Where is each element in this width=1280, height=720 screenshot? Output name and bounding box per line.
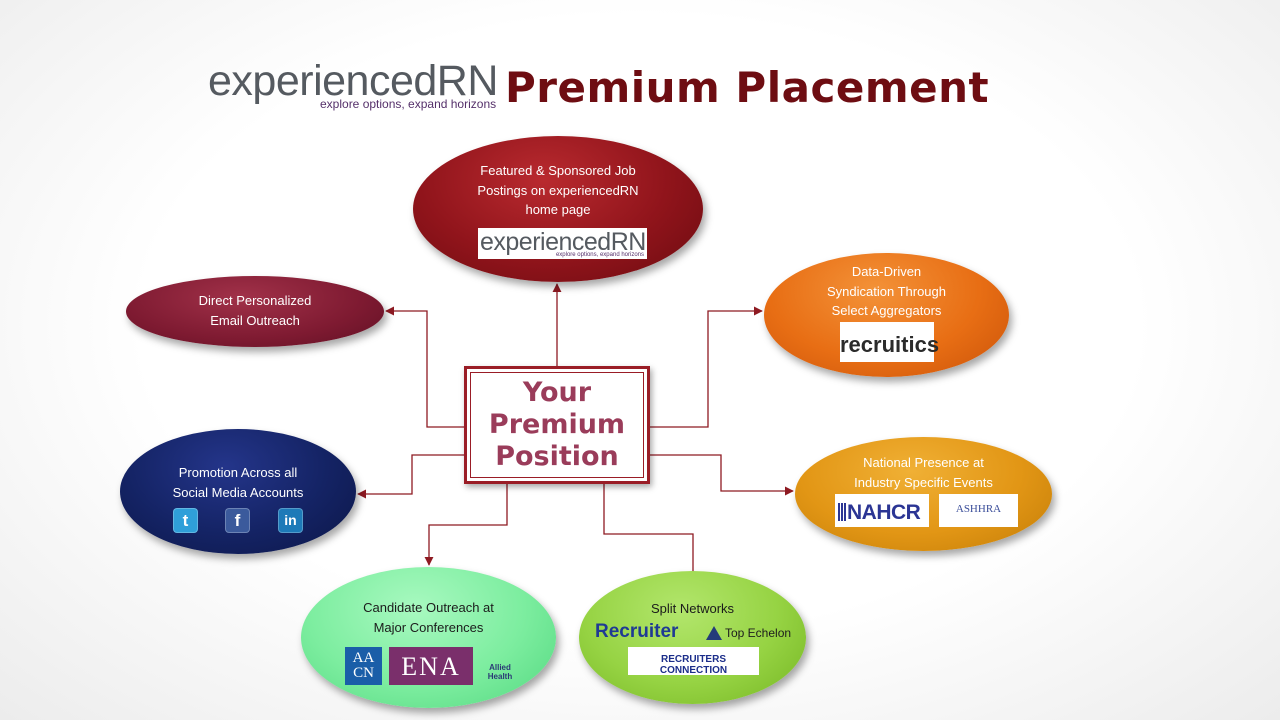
node-split: Split Networks Recruiter Top Echelon REC… xyxy=(579,571,806,704)
allied-health-logo: Allied Health xyxy=(477,644,523,685)
connector-email xyxy=(385,306,464,428)
center-text: Your Premium Position xyxy=(467,377,647,473)
recruiter-logo: Recruiter xyxy=(595,621,699,643)
node-email: Direct Personalized Email Outreach xyxy=(126,276,384,347)
node-candidate: Candidate Outreach at Major Conferences … xyxy=(301,567,556,708)
node-featured: Featured & Sponsored Job Postings on exp… xyxy=(413,136,703,282)
node-split-label: Split Networks xyxy=(650,601,735,616)
node-featured-label: Featured & Sponsored Job Postings on exp… xyxy=(477,163,639,217)
small-logo-text: experiencedRN xyxy=(480,228,646,256)
connector-candidate xyxy=(424,484,508,566)
recruiters-connection-logo: RECRUITERS CONNECTION xyxy=(628,647,759,676)
logo-tagline: explore options, expand horizons xyxy=(320,97,497,111)
allied-health-logo-text: Allied Health xyxy=(487,663,513,681)
node-social-label: Promotion Across all Social Media Accoun… xyxy=(172,465,304,500)
node-national-label: National Presence at Industry Specific E… xyxy=(854,455,993,490)
aacn-logo-text: AA CN xyxy=(352,650,375,681)
connector-social xyxy=(357,454,464,499)
connector-national xyxy=(650,454,794,496)
node-data-driven: Data-Driven Syndication Through Select A… xyxy=(764,253,1009,377)
nahcr-logo-text: NAHCR xyxy=(847,501,921,524)
experiencedrn-logo: experiencedRN xyxy=(208,57,498,105)
center-box-inner-border xyxy=(470,372,644,478)
node-social: Promotion Across all Social Media Accoun… xyxy=(120,429,356,554)
node-candidate-label: Candidate Outreach at Major Conferences xyxy=(363,600,494,635)
top-echelon-mark xyxy=(706,626,722,640)
node-data-driven-label: Data-Driven Syndication Through Select A… xyxy=(826,264,946,318)
connector-data xyxy=(650,306,763,428)
center-line-3: Position xyxy=(495,441,619,472)
recruiter-logo-text: Recruiter xyxy=(595,621,679,642)
recruiters-connection-logo-text: RECRUITERS CONNECTION xyxy=(659,654,728,676)
ena-logo: ENA xyxy=(389,647,473,685)
recruitics-logo: recruitics xyxy=(840,322,940,362)
ashhra-logo: ASHHRA xyxy=(939,494,1018,527)
node-email-label: Direct Personalized Email Outreach xyxy=(198,293,312,328)
center-box: Your Premium Position xyxy=(464,366,650,484)
page-title: Premium Placement xyxy=(505,63,990,112)
aacn-logo: AA CN xyxy=(345,647,382,685)
center-line-1: Your xyxy=(522,377,592,408)
nahcr-logo: NAHCR xyxy=(835,494,929,527)
small-logo-tagline: explore options, expand horizons xyxy=(555,252,644,258)
connector-split xyxy=(603,484,698,585)
center-line-2: Premium xyxy=(488,409,626,440)
ena-logo-text: ENA xyxy=(401,652,461,681)
experiencedrn-small-logo: experiencedRN explore options, expand ho… xyxy=(478,228,647,259)
top-echelon-logo: Top Echelon xyxy=(705,622,801,642)
linkedin-icon[interactable]: in xyxy=(278,508,303,533)
facebook-icon[interactable]: f xyxy=(225,508,250,533)
nahcr-logo-mark xyxy=(838,503,846,521)
node-national: National Presence at Industry Specific E… xyxy=(795,437,1052,551)
ashhra-logo-text: ASHHRA xyxy=(955,503,1002,515)
twitter-icon[interactable]: t xyxy=(173,508,198,533)
top-echelon-logo-text: Top Echelon xyxy=(725,626,792,640)
recruitics-logo-text: recruitics xyxy=(840,332,940,357)
